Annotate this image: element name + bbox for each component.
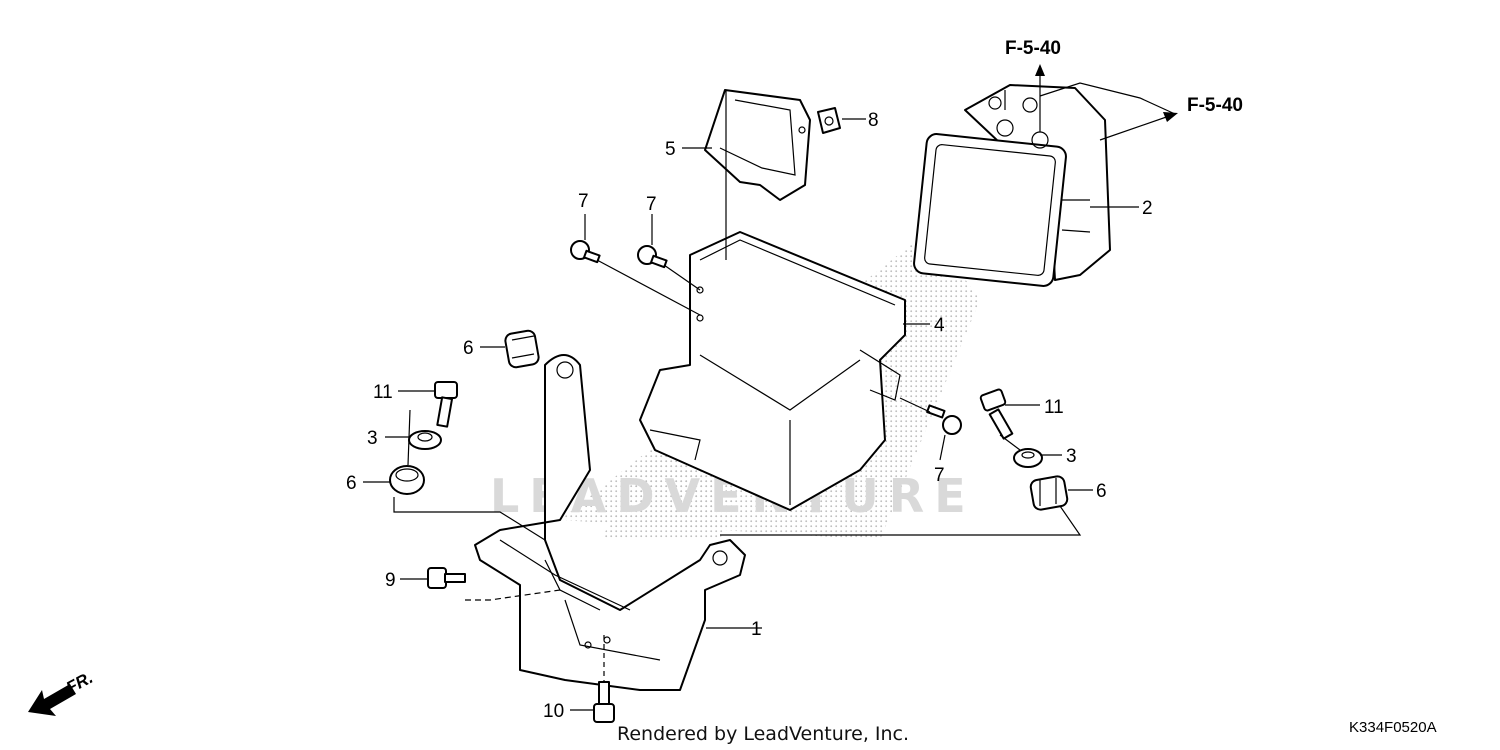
callout-3-left: 3	[367, 428, 378, 449]
callout-11-left: 11	[373, 382, 393, 403]
bolt-part-11-left	[434, 381, 458, 428]
callout-10: 10	[543, 701, 564, 722]
callout-7-mid: 7	[646, 194, 657, 215]
callout-8: 8	[868, 110, 879, 131]
screw-part-7-mid	[637, 245, 668, 269]
ref-label-right: F-5-40	[1187, 95, 1243, 116]
callout-11-right: 11	[1044, 397, 1064, 418]
clip-nut-part	[817, 107, 841, 134]
callout-6-upper: 6	[463, 338, 474, 359]
callout-1: 1	[751, 619, 762, 640]
callout-7-right: 7	[934, 465, 945, 486]
callout-6-right: 6	[1096, 481, 1107, 502]
callout-7-left: 7	[578, 191, 589, 212]
front-direction-arrow-icon: FR.	[28, 668, 96, 716]
callout-5: 5	[665, 139, 676, 160]
battery-holder-part	[474, 354, 746, 691]
cover-part	[704, 89, 811, 201]
collar-part-3-left	[408, 430, 442, 450]
bolt-part-10	[593, 681, 615, 723]
ref-label-top: F-5-40	[1005, 38, 1061, 59]
battery-case-part	[639, 231, 906, 511]
abs-modulator-part	[913, 84, 1111, 287]
screw-part-7-left	[570, 240, 601, 264]
collar-part-3-right	[1013, 448, 1043, 468]
grommet-part-6-right	[1029, 475, 1069, 511]
bolt-part-9	[427, 567, 466, 589]
callout-6-left: 6	[346, 473, 357, 494]
callout-4: 4	[934, 315, 945, 336]
callout-labels: 1 2 3 3 4 5 6 6 6 7 7 7 8 9 10 11 11	[346, 110, 1153, 722]
screw-part-7-right	[926, 404, 962, 435]
bolt-part-11-right	[979, 388, 1014, 440]
callout-2: 2	[1142, 198, 1153, 219]
leader-lines	[363, 64, 1178, 711]
grommet-part-6-left	[389, 465, 425, 495]
callout-9: 9	[385, 570, 396, 591]
rendered-by-credit: Rendered by LeadVenture, Inc.	[617, 723, 909, 745]
callout-3-right: 3	[1066, 446, 1077, 467]
diagram-code: K334F0520A	[1349, 719, 1437, 736]
grommet-part-6-upper	[504, 329, 540, 369]
